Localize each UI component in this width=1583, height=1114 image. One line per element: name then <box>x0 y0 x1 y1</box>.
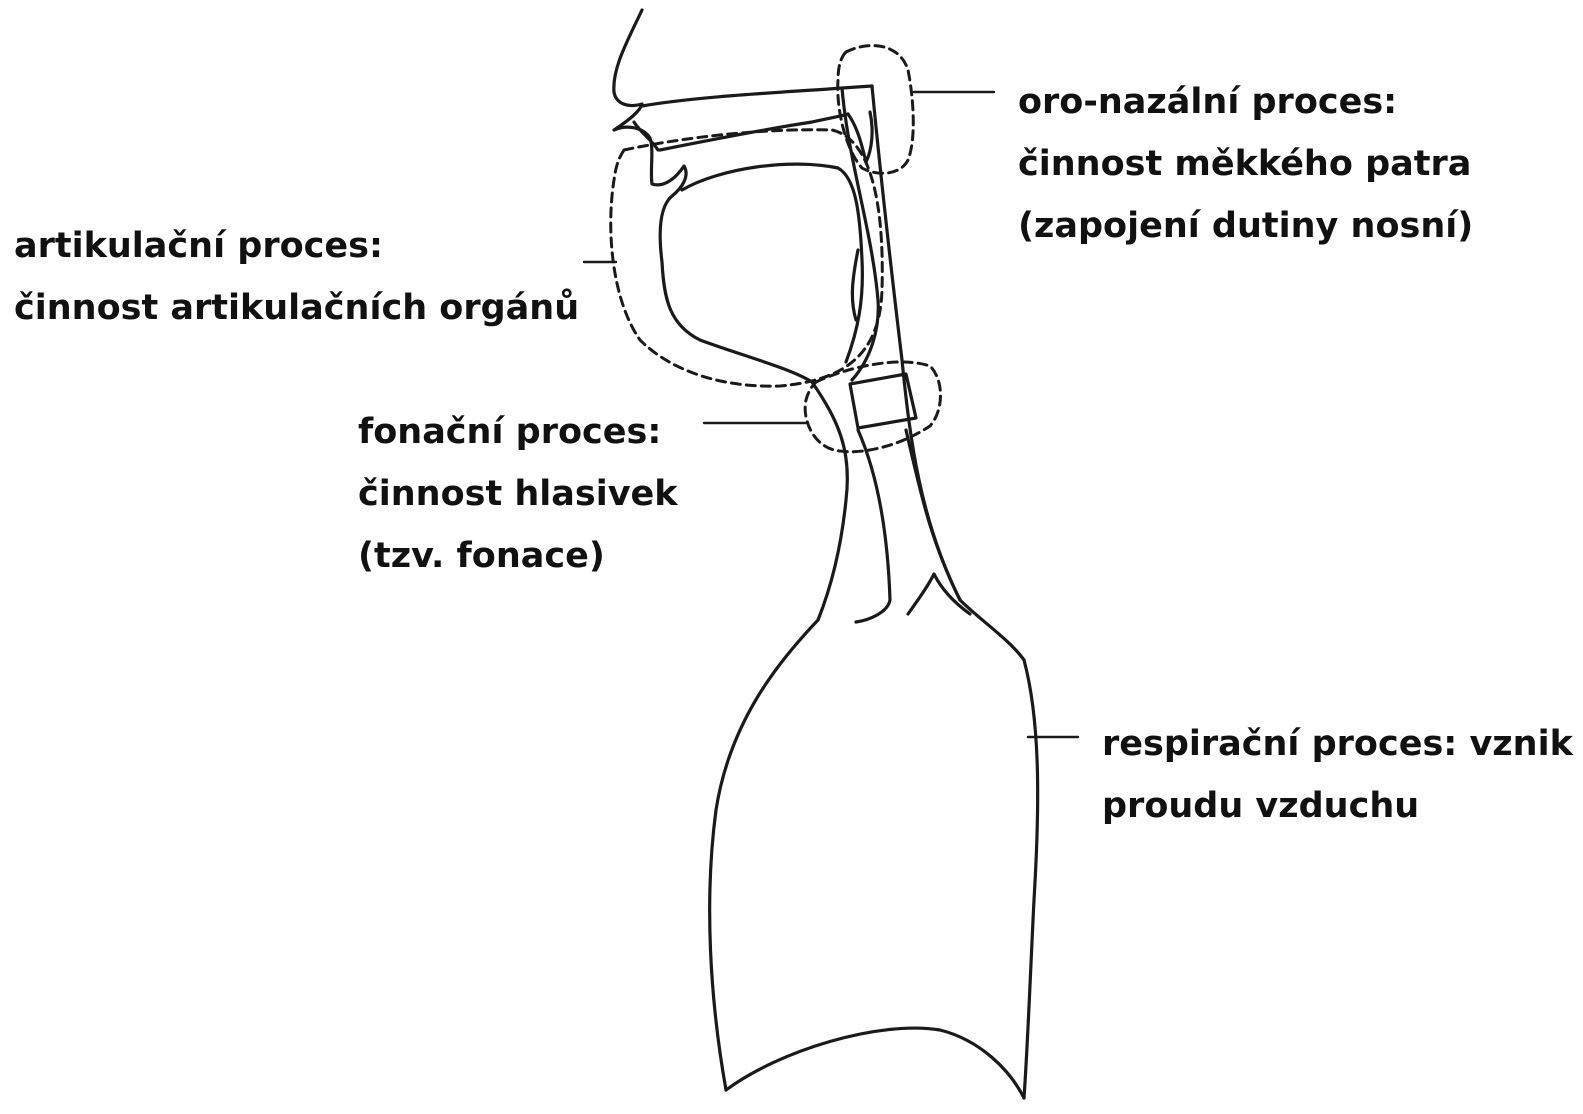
articulation-label-line-2: činnost artikulačních orgánů <box>14 277 579 339</box>
face-profile-outline <box>614 10 812 382</box>
oronasal-label-line-3: (zapojení dutiny nosní) <box>1018 195 1473 257</box>
oronasal-label-line-1: oro-nazální proces: <box>1018 71 1473 133</box>
oronasal-label-line-2: činnost měkkého patra <box>1018 133 1473 195</box>
phonation-process-label: fonační proces: činnost hlasivek (tzv. f… <box>358 401 678 587</box>
trachea-right-wall <box>856 430 890 622</box>
phonation-label-line-1: fonační proces: <box>358 401 678 463</box>
bronchi-split-outline <box>908 574 970 614</box>
tongue-outline <box>682 164 862 362</box>
oronasal-process-label: oro-nazální proces: činnost měkkého patr… <box>1018 71 1473 257</box>
articulation-process-label: artikulační proces: činnost artikulačníc… <box>14 215 579 339</box>
phonation-label-line-3: (tzv. fonace) <box>358 525 678 587</box>
esophagus-wall <box>906 430 1024 660</box>
trachea-left-wall <box>812 382 847 620</box>
oral-roof-outline <box>660 114 848 150</box>
thorax-outline <box>710 620 1038 1098</box>
uvula-outline <box>852 250 858 320</box>
respiration-label-line-1: respirační proces: vznik <box>1102 713 1573 775</box>
articulation-label-line-1: artikulační proces: <box>14 215 579 277</box>
pharynx-back-wall <box>872 86 960 600</box>
diaphragm-outline <box>726 1028 1024 1098</box>
respiration-label-line-2: proudu vzduchu <box>1102 775 1573 837</box>
respiration-process-label: respirační proces: vznik proudu vzduchu <box>1102 713 1573 837</box>
phonation-label-line-2: činnost hlasivek <box>358 463 678 525</box>
